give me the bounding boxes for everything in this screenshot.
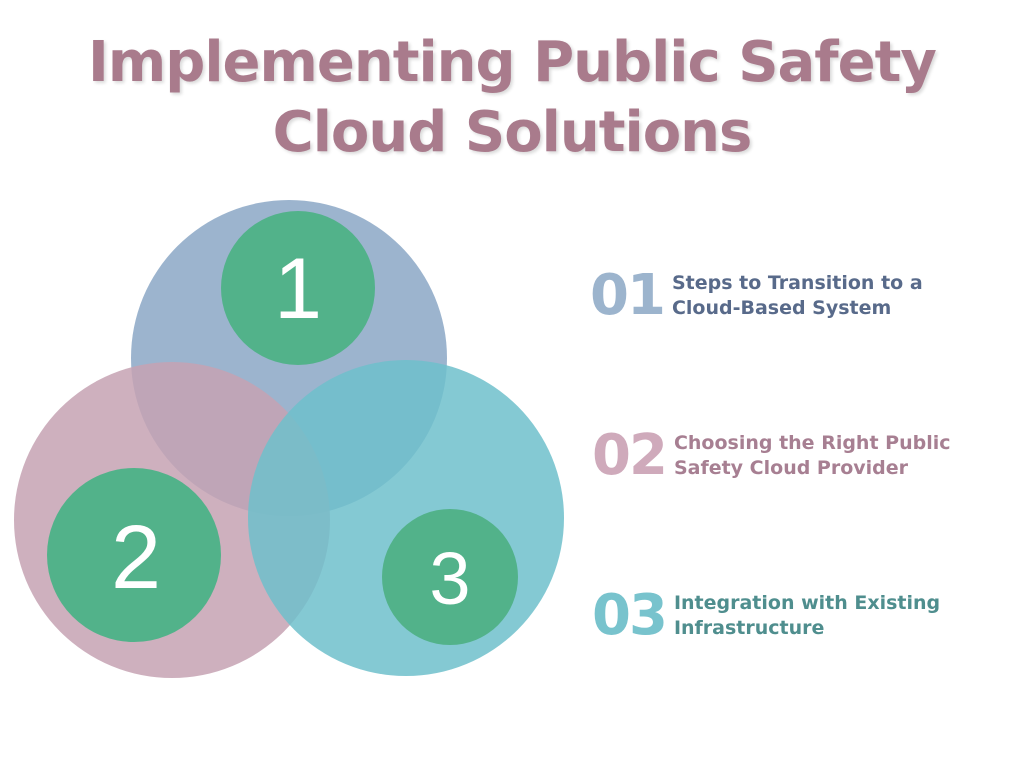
badge-label-3: 3 [429, 537, 470, 620]
item-label-02: Choosing the Right Public Safety Cloud P… [674, 431, 1014, 481]
title-line-2: Cloud Solutions [272, 100, 753, 165]
title-line-1: Implementing Public Safety [88, 30, 937, 95]
badge-circle-3 [382, 509, 518, 645]
item-label-02-line-2: Safety Cloud Provider [673, 457, 909, 479]
item-number-03: 03 [592, 583, 668, 648]
item-label-01-line-2: Cloud-Based System [671, 297, 892, 319]
item-number-02: 02 [592, 423, 668, 488]
badge-label-2: 2 [111, 508, 161, 608]
badge-label-1: 1 [274, 241, 322, 337]
item-label-02-line-1: Choosing the Right Public [673, 432, 951, 454]
item-number-01: 01 [590, 263, 666, 328]
badge-circle-1 [221, 211, 375, 365]
page-title: Implementing Public Safety Cloud Solutio… [0, 28, 1024, 168]
item-label-01-line-1: Steps to Transition to a [671, 272, 923, 294]
list-item-01: 01 Steps to Transition to a Cloud-Based … [590, 268, 1012, 324]
item-label-03: Integration with Existing Infrastructure [674, 591, 1014, 641]
item-label-03-line-1: Integration with Existing [673, 592, 941, 614]
badge-circle-2 [47, 468, 221, 642]
list-item-03: 03 Integration with Existing Infrastruct… [592, 588, 1014, 644]
venn-diagram: 1 2 3 [0, 190, 580, 690]
item-label-01: Steps to Transition to a Cloud-Based Sys… [672, 271, 1012, 321]
item-label-03-line-2: Infrastructure [673, 617, 825, 639]
list-item-02: 02 Choosing the Right Public Safety Clou… [592, 428, 1014, 484]
